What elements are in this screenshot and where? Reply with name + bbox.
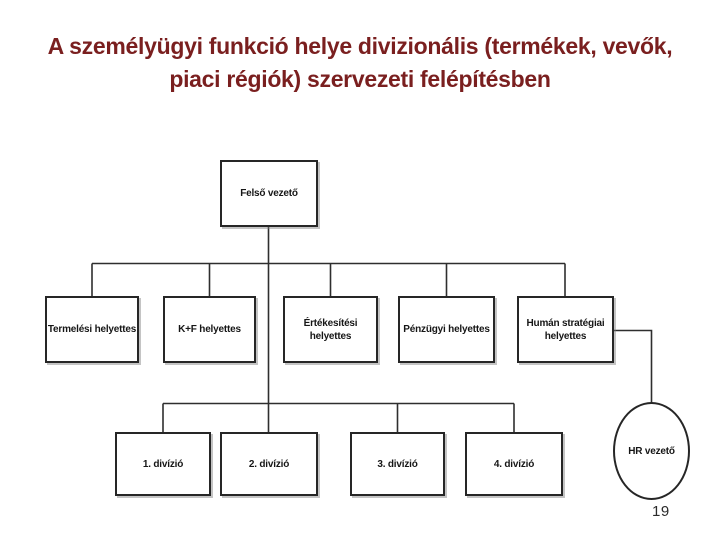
- org-node-label: Termelési helyettes: [47, 324, 137, 335]
- slide-title-line1: A személyügyi funkció helye divizionális…: [47, 33, 597, 59]
- org-node-hr-vezeto-ellipse: HR vezető: [613, 402, 690, 500]
- org-node-felso-vezeto: Felső vezető: [220, 160, 318, 227]
- slide-title-line2: vevők, piaci régiók) szervezeti felépíté…: [169, 33, 673, 92]
- org-node-divizio-3: 3. divízió: [350, 432, 445, 496]
- org-node-label: Humán stratégiai: [526, 317, 605, 329]
- org-node-label: Pénzügyi helyettes: [403, 324, 490, 335]
- org-node-label: HR vezető: [628, 445, 675, 457]
- org-node-ertekesitesi-helyettes: Értékesítési helyettes: [283, 296, 378, 363]
- org-node-divizio-4: 4. divízió: [465, 432, 563, 496]
- org-node-label: 3. divízió: [377, 458, 418, 470]
- page-number: 19: [652, 503, 670, 520]
- org-node-label: 4. divízió: [493, 458, 535, 470]
- org-node-label: 1. divízió: [142, 458, 184, 470]
- org-node-label: K+F helyettes: [178, 324, 241, 335]
- org-node-penzugyi-helyettes: Pénzügyi helyettes: [398, 296, 495, 363]
- org-node-label-line2: helyettes: [544, 330, 587, 342]
- slide-title: A személyügyi funkció helye divizionális…: [20, 30, 700, 96]
- org-node-human-strategiai-helyettes: Humán stratégiai helyettes: [517, 296, 614, 363]
- org-node-label: 2. divízió: [248, 458, 290, 470]
- org-node-label: Értékesítési: [303, 317, 358, 329]
- org-node-kf-helyettes: K+F helyettes: [163, 296, 256, 363]
- org-node-divizio-1: 1. divízió: [115, 432, 211, 496]
- org-node-divizio-2: 2. divízió: [220, 432, 318, 496]
- org-node-label-line2: helyettes: [309, 330, 352, 342]
- org-node-termelesi-helyettes: Termelési helyettes: [45, 296, 139, 363]
- org-node-label: Felső vezető: [240, 188, 298, 199]
